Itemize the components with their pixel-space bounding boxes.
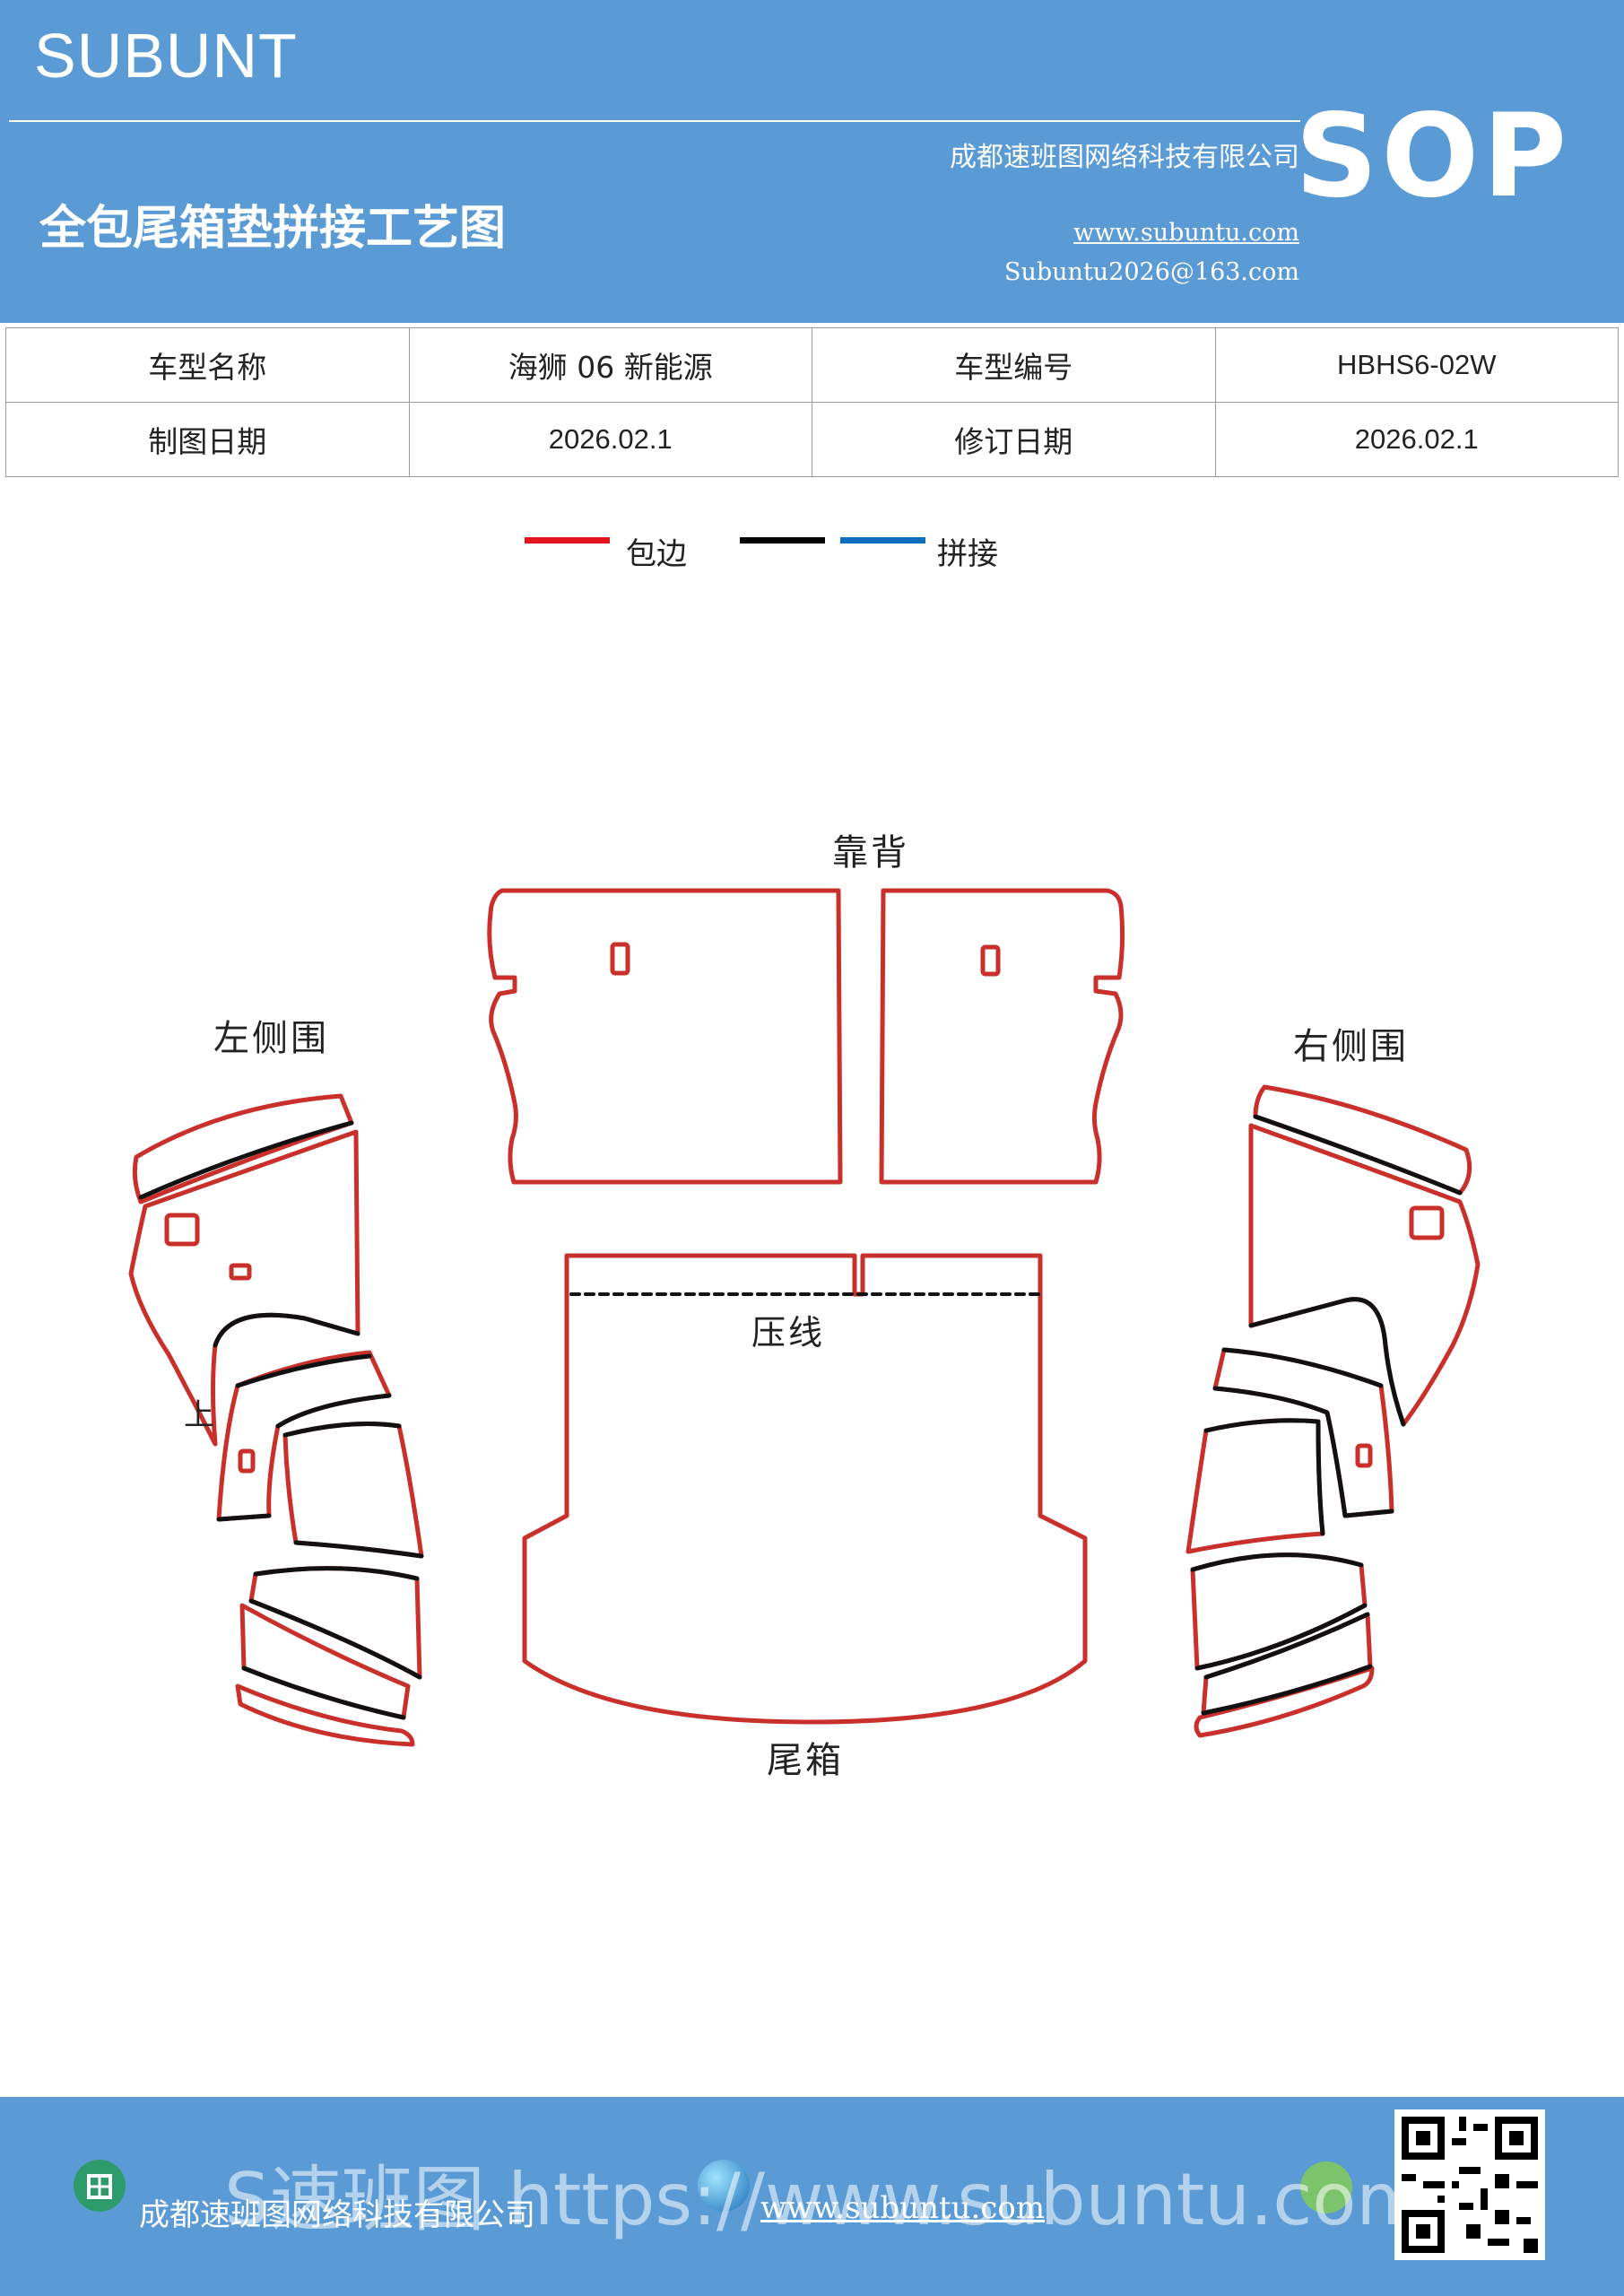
- backrest-right-slot: [980, 944, 1001, 977]
- draw-date-label: 制图日期: [5, 402, 410, 477]
- revision-date-label: 修订日期: [812, 402, 1216, 477]
- right-seam: [1203, 1418, 1325, 1536]
- legend-swatch-edge: [525, 537, 610, 544]
- right-seam: [1248, 1297, 1406, 1427]
- building-icon: [74, 2160, 126, 2212]
- right-seam: [1253, 1114, 1463, 1196]
- qr-code-icon: [1394, 2109, 1545, 2260]
- left-side-arch-piece: [216, 1350, 392, 1522]
- company-name: 成都速班图网络科技有限公司: [950, 142, 1299, 173]
- trunk-floor-mat: [522, 1253, 1088, 1725]
- table-row: 制图日期 2026.02.1 修订日期 2026.02.1: [5, 402, 1619, 477]
- sop-badge: SOP: [1295, 90, 1570, 223]
- footer-company: 成都速班图网络科技有限公司: [139, 2197, 535, 2233]
- left-seam: [235, 1353, 372, 1388]
- left-side-slot: [229, 1263, 252, 1281]
- legend-label-edge: 包边: [626, 536, 687, 572]
- label-trunk: 尾箱: [767, 1740, 844, 1781]
- left-seam: [282, 1422, 402, 1438]
- left-seam: [293, 1540, 424, 1559]
- legend-swatch-black: [740, 537, 825, 544]
- left-seam: [216, 1513, 272, 1522]
- legend: 包边 拼接: [0, 529, 1624, 574]
- model-name-value: 海狮 06 新能源: [408, 327, 812, 403]
- footer-banner: 成都速班图网络科技有限公司 www.subuntu.com S速班图 https…: [0, 2097, 1624, 2296]
- header-banner: SUBUNT SOP 全包尾箱垫拼接工艺图 成都速班图网络科技有限公司 www.…: [0, 0, 1624, 323]
- right-side-bottom-piece: [1201, 1612, 1373, 1716]
- website-link[interactable]: www.subuntu.com: [1073, 219, 1299, 247]
- right-side-slot: [1409, 1205, 1445, 1240]
- footer-website[interactable]: www.subuntu.com: [760, 2190, 1046, 2226]
- left-side-base-piece: [235, 1683, 415, 1747]
- table-row: 车型名称 海狮 06 新能源 车型编号 HBHS6-02W: [5, 327, 1619, 403]
- right-seam: [1201, 1664, 1373, 1716]
- vehicle-info-table: 车型名称 海狮 06 新能源 车型编号 HBHS6-02W 制图日期 2026.…: [5, 327, 1619, 477]
- left-seam: [213, 1312, 360, 1348]
- left-seam: [275, 1393, 392, 1429]
- backrest-right-panel: [879, 888, 1125, 1185]
- left-side-bottom-piece: [239, 1603, 411, 1720]
- right-side-middle-piece: [1185, 1418, 1325, 1554]
- right-side-arch-piece: [1212, 1347, 1394, 1518]
- right-seam: [1221, 1347, 1384, 1388]
- right-seam: [1203, 1612, 1370, 1680]
- left-side-middle-piece: [282, 1422, 424, 1559]
- left-side-upper-piece: [132, 1093, 354, 1205]
- right-side-slot: [1355, 1443, 1373, 1468]
- backrest-left-panel: [487, 888, 843, 1185]
- brand-name: SUBUNT: [34, 21, 298, 91]
- document-title: 全包尾箱垫拼接工艺图: [39, 202, 507, 256]
- draw-date-value: 2026.02.1: [408, 402, 812, 477]
- left-side-slot: [238, 1448, 256, 1474]
- right-seam: [1212, 1386, 1394, 1518]
- backrest-left-slot: [610, 942, 630, 976]
- right-seam: [1190, 1552, 1364, 1572]
- left-seam: [253, 1566, 420, 1581]
- model-code-value: HBHS6-02W: [1214, 327, 1619, 403]
- model-code-label: 车型编号: [812, 327, 1216, 403]
- legend-label-seam: 拼接: [937, 536, 998, 572]
- wechat-icon: [1300, 2161, 1352, 2213]
- globe-icon: [698, 2160, 750, 2212]
- qr-code: [1394, 2109, 1545, 2260]
- left-seam: [138, 1120, 354, 1200]
- legend-swatch-seam: [840, 537, 925, 544]
- label-press-line: 压线: [751, 1313, 826, 1352]
- right-side-base-piece: [1194, 1665, 1375, 1738]
- email-address: Subuntu2026@163.com: [1004, 258, 1299, 286]
- left-side-slot: [164, 1213, 200, 1247]
- left-seam: [241, 1665, 406, 1720]
- left-side-main-piece: [128, 1129, 360, 1447]
- label-backrest: 靠背: [832, 832, 909, 874]
- model-name-label: 车型名称: [5, 327, 410, 403]
- left-seam: [248, 1598, 422, 1680]
- revision-date-value: 2026.02.1: [1214, 402, 1619, 477]
- label-right-side: 右侧围: [1293, 1026, 1409, 1067]
- footer-watermark: S速班图 https://www.subuntu.com: [224, 2158, 1427, 2241]
- right-seam: [1194, 1603, 1368, 1671]
- label-top-mark: 上: [184, 1397, 217, 1433]
- header-divider: [9, 120, 1300, 122]
- label-left-side: 左侧围: [213, 1018, 329, 1059]
